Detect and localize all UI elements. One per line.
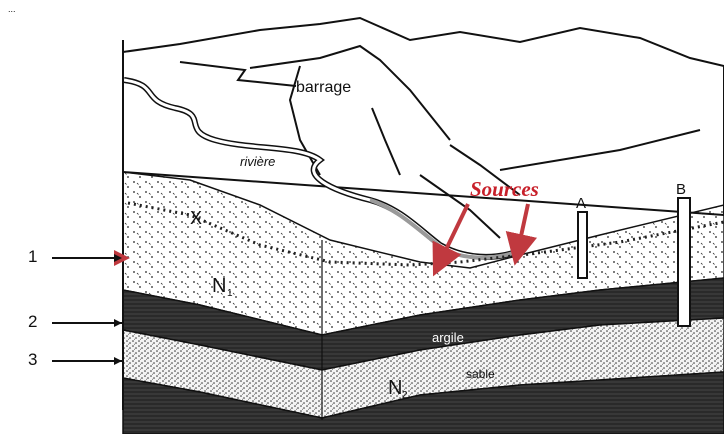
well-b [678, 198, 690, 326]
label-sable: sable [466, 367, 495, 381]
svg-text:2: 2 [402, 390, 408, 401]
svg-text:1: 1 [227, 288, 233, 299]
label-sources: Sources [470, 177, 539, 201]
label-well-a: A [576, 195, 586, 212]
svg-text:N: N [388, 377, 402, 399]
label-barrage: barrage [296, 79, 351, 96]
svg-text:N: N [212, 275, 226, 297]
label-well-b: B [676, 181, 686, 198]
label-argile: argile [432, 330, 464, 345]
arrow-2-head [114, 319, 122, 327]
label-num-3: 3 [28, 350, 37, 369]
corner-mark: ... [8, 4, 16, 14]
label-riviere: rivière [240, 154, 275, 169]
label-num-2: 2 [28, 312, 37, 331]
label-num-1: 1 [28, 247, 37, 266]
arrow-1-head [114, 254, 122, 262]
well-a [578, 212, 587, 278]
sources-arrow-right [518, 204, 528, 250]
arrow-3-head [114, 357, 122, 365]
label-x: X [190, 208, 202, 228]
